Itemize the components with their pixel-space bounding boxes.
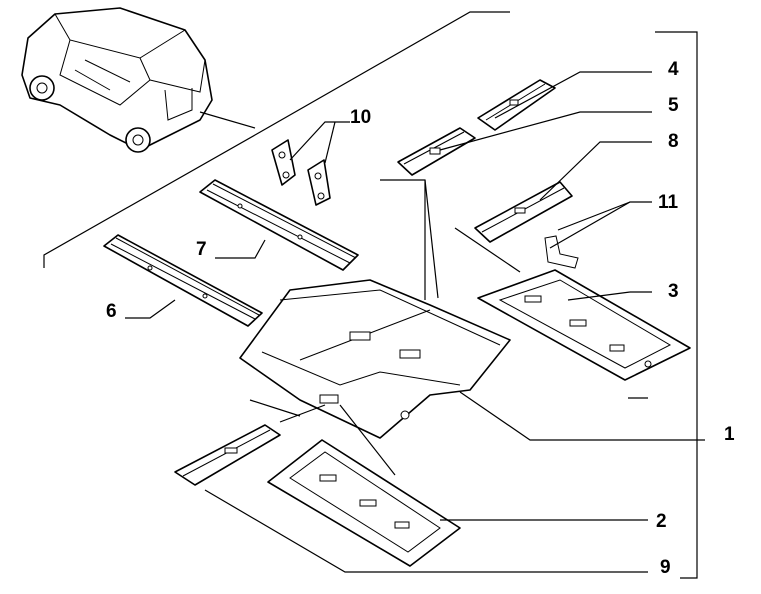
callout-11: 11 [658,192,679,213]
part-3-rear-floor [477,269,691,381]
part-7-rail [199,179,359,271]
leader-lines [125,71,705,573]
callout-9: 9 [660,557,671,578]
callout-2: 2 [656,511,667,532]
callout-5: 5 [668,95,679,116]
callout-10: 10 [350,107,372,128]
part-9-crossmember [174,424,281,486]
part-1-main-floor [239,279,511,439]
car-thumbnail [21,7,213,153]
part-6-rail [103,234,263,327]
callout-6: 6 [106,301,117,322]
part-8-crossmember [474,181,573,243]
part-5-crossmember [397,127,476,176]
part-10-brackets [271,139,331,206]
boundary-lines [43,11,698,579]
callout-7: 7 [196,239,207,260]
callout-1: 1 [724,424,735,445]
part-4-crossmember [477,79,556,131]
callout-8: 8 [668,131,679,152]
part-11-hook [544,235,579,269]
part-2-front-floor [267,439,461,567]
callout-4: 4 [668,59,679,80]
callout-3: 3 [668,281,679,302]
